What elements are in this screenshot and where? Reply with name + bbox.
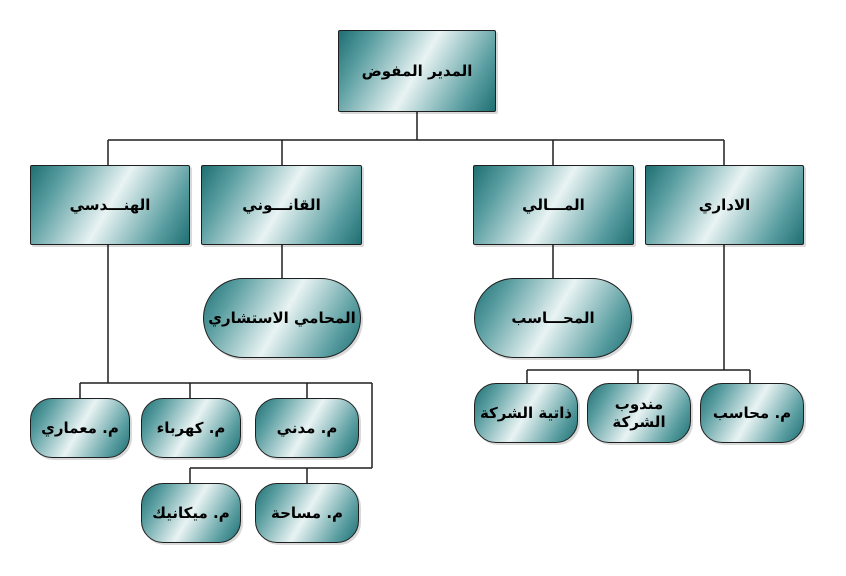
engineering-node: الهنـــدسي — [30, 165, 190, 245]
legal-node: القانـــوني — [201, 165, 362, 245]
director-label: المدير المفوض — [361, 62, 473, 80]
administrative-node: الاداري — [645, 165, 804, 245]
civil-label: م. مدني — [276, 419, 338, 437]
electrical-node: م. كهرباء — [141, 398, 241, 458]
architect-node: م. معماري — [30, 398, 130, 458]
administrative-label: الاداري — [698, 196, 751, 214]
accountant-node: م. محاسب — [700, 383, 804, 443]
company-rep-label: مندوب الشركة — [612, 395, 666, 431]
engineering-label: الهنـــدسي — [69, 196, 151, 214]
director-node: المدير المفوض — [338, 30, 496, 112]
company-rep-node: مندوب الشركة — [587, 383, 691, 443]
surveying-label: م. مساحة — [271, 504, 344, 522]
architect-label: م. معماري — [41, 419, 119, 437]
surveying-node: م. مساحة — [255, 483, 359, 543]
financial-node: المـــالي — [473, 165, 634, 245]
company-hr-label: ذاتية الشركة — [479, 404, 573, 422]
mechanical-node: م. ميكانيك — [141, 483, 241, 543]
accountant-main-label: المحـــاسب — [511, 309, 595, 327]
company-hr-node: ذاتية الشركة — [474, 383, 578, 443]
lawyer-node: المحامي الاستشاري — [203, 278, 361, 358]
accountant-main-node: المحـــاسب — [474, 278, 632, 358]
electrical-label: م. كهرباء — [156, 419, 226, 437]
civil-node: م. مدني — [255, 398, 359, 458]
financial-label: المـــالي — [522, 196, 585, 214]
mechanical-label: م. ميكانيك — [152, 504, 230, 522]
accountant-label: م. محاسب — [712, 404, 792, 422]
legal-label: القانـــوني — [242, 196, 321, 214]
lawyer-label: المحامي الاستشاري — [208, 309, 356, 327]
